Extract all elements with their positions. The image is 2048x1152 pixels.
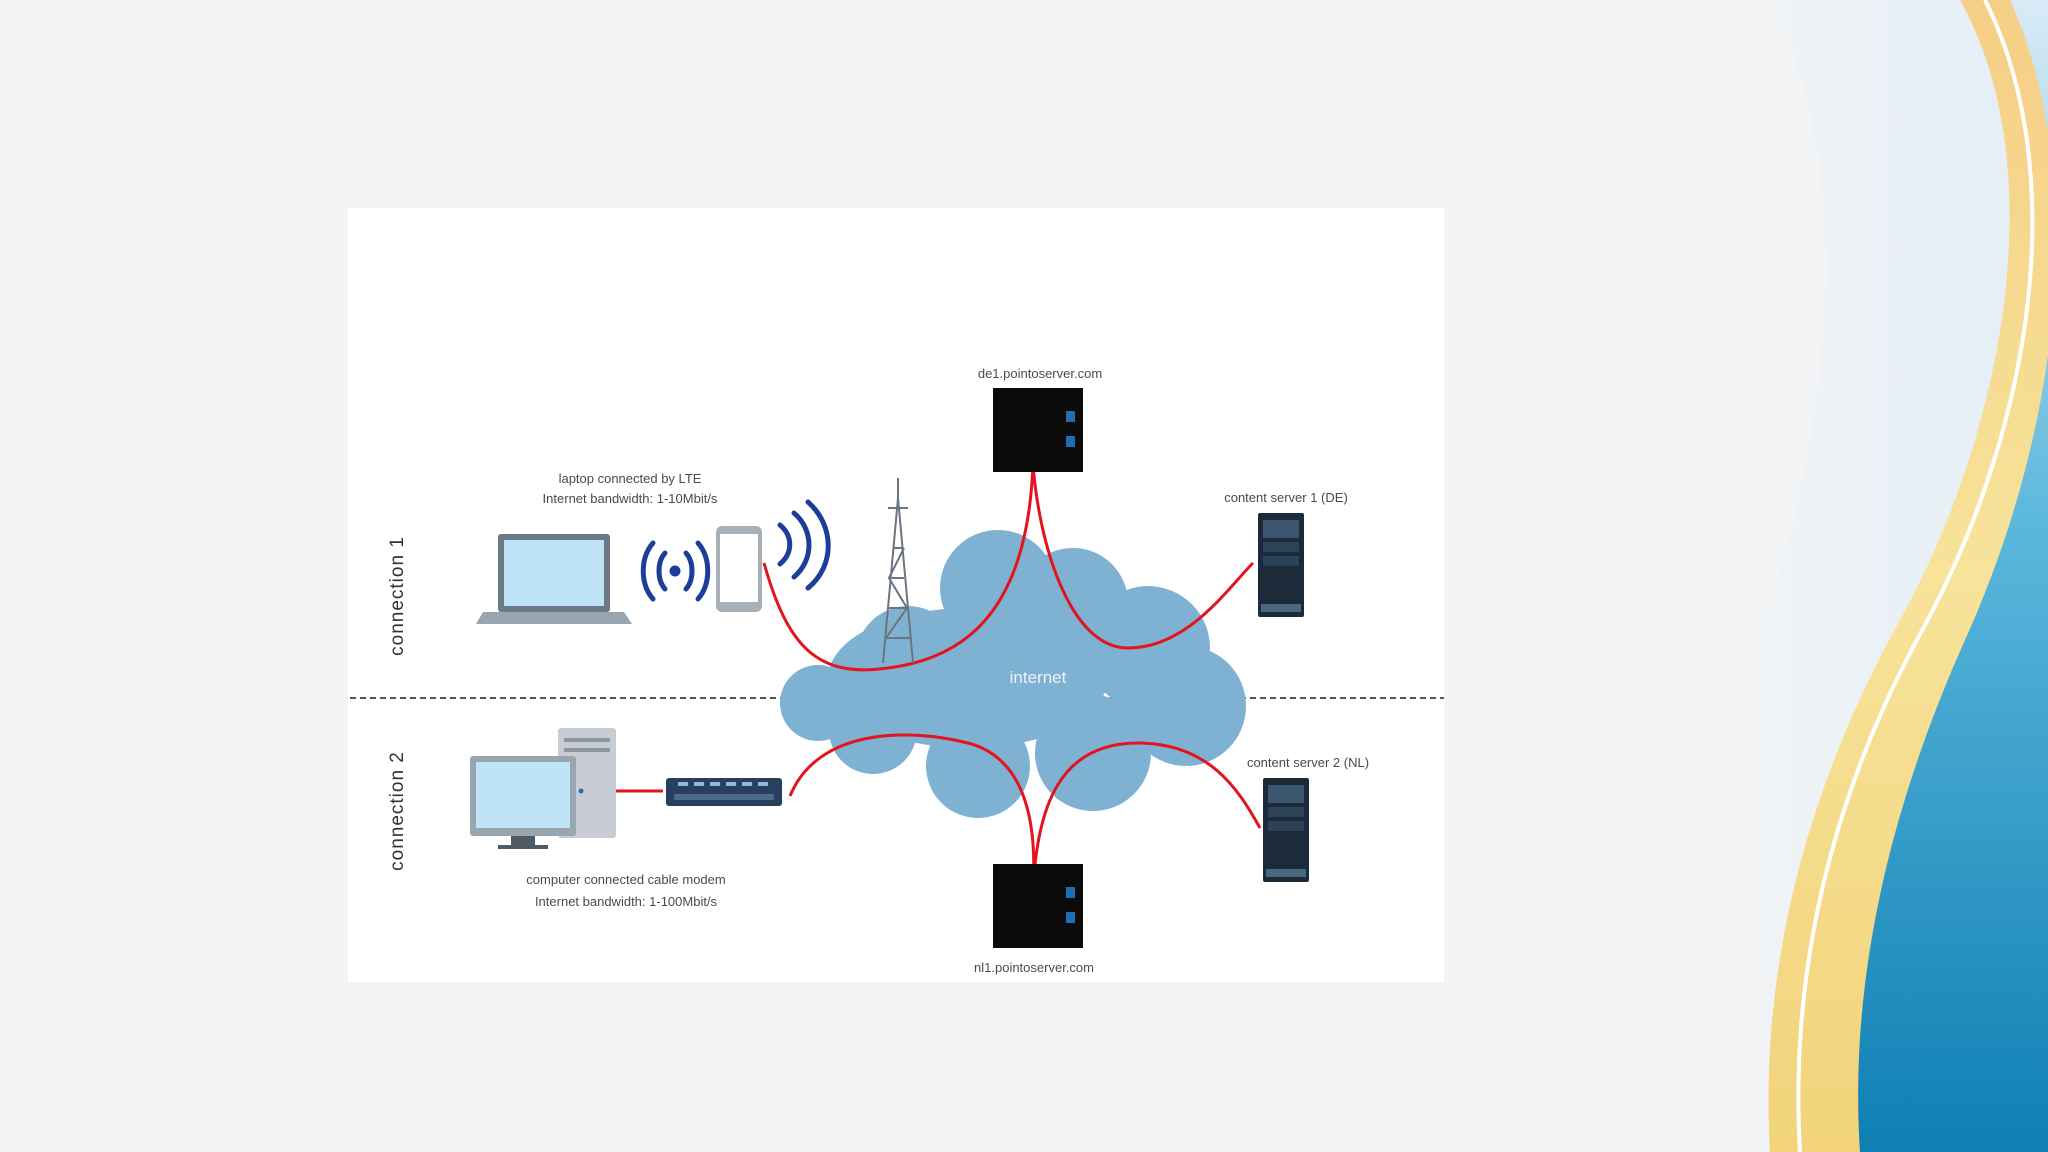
internet-label: internet (1009, 668, 1067, 687)
network-diagram: connection 1 connection 2 laptop connect… (348, 208, 1444, 982)
diagram-canvas (350, 388, 1444, 948)
top-server-label: de1.pointoserver.com (977, 366, 1103, 381)
content-server-1-label: content server 1 (DE) (1224, 490, 1348, 505)
content-server-1 (1258, 513, 1304, 617)
section-label-connection-2: connection 2 (387, 751, 408, 871)
laptop-caption-line1: laptop connected by LTE (558, 471, 702, 486)
content-server-2-label: content server 2 (NL) (1246, 755, 1370, 770)
server-de1 (993, 388, 1083, 472)
link-phone-to-cloud (762, 462, 1035, 672)
wave-white-line (1796, 0, 2035, 1152)
internet-cloud (780, 530, 1246, 818)
section-label-connection-1: connection 1 (387, 536, 408, 656)
cell-tower-icon (882, 478, 914, 664)
link-top-server-to-content-1 (1031, 462, 1255, 650)
phone-icon (716, 526, 762, 612)
wave-blue-band (1858, 0, 2048, 1152)
cable-modem-icon (666, 778, 782, 806)
wifi-waves-icon (640, 540, 711, 602)
content-server-2 (1263, 778, 1309, 882)
desktop-computer-icon (470, 728, 616, 849)
bottom-server-label: nl1.pointoserver.com (974, 960, 1094, 975)
computer-caption-line2: Internet bandwidth: 1-100Mbit/s (534, 894, 718, 909)
computer-caption-line1: computer connected cable modem (526, 872, 726, 887)
network-links (610, 462, 1262, 889)
laptop-icon (476, 534, 632, 624)
laptop-caption-line2: Internet bandwidth: 1-10Mbit/s (542, 491, 718, 506)
server-nl1 (993, 864, 1083, 948)
link-cloud-to-content-2 (1031, 741, 1262, 889)
link-modem-to-cloud (788, 733, 1036, 889)
lte-waves-icon (777, 499, 831, 591)
